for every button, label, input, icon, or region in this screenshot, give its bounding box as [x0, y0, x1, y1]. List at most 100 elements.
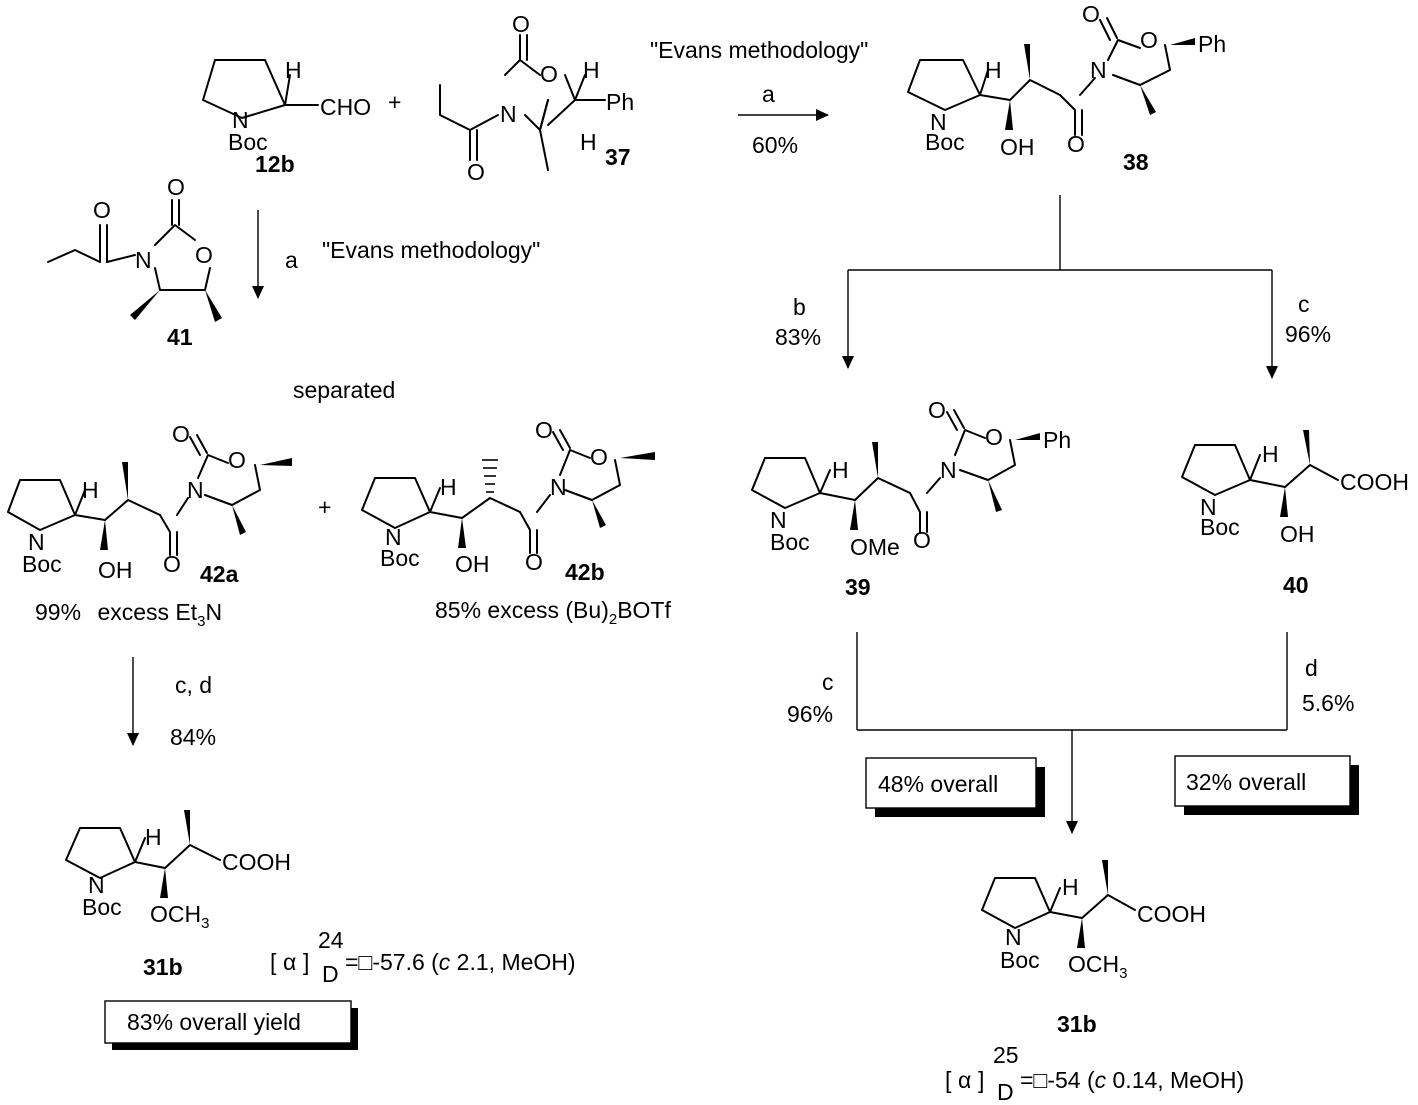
atom-CHO: CHO	[320, 94, 371, 120]
label-31b-right: 31b	[1057, 1011, 1097, 1037]
rotation-D: D	[322, 961, 339, 987]
step-c2-yield: 96%	[787, 701, 833, 727]
overall-yield-box-32: 32% overall	[1174, 755, 1359, 815]
overall-yield-box-83: 83% overall yield	[104, 1000, 358, 1050]
atom-H: H	[1062, 874, 1079, 900]
rotation-value: =□-57.6 (	[345, 949, 439, 975]
svg-text:OCH3: OCH3	[1068, 951, 1127, 982]
optical-rotation-left: [ α ] 24 D =□-57.6 (c 2.1, MeOH)	[270, 927, 576, 987]
label-42b: 42b	[565, 559, 605, 585]
atom-O: O	[535, 417, 553, 443]
step-a-left-label: a	[285, 247, 298, 273]
step-a-label: a	[762, 81, 775, 107]
plus-sign: +	[388, 89, 401, 115]
step-c2-label: c	[822, 669, 834, 695]
atom-OCH: OCH	[1068, 951, 1119, 977]
atom-O: O	[913, 527, 931, 553]
plus-sign-2: +	[318, 494, 331, 520]
svg-text:]: ]	[978, 1067, 984, 1093]
excess-left: 99% excess Et3N	[35, 599, 222, 630]
compound-40: H OH COOH N Boc 40	[1181, 430, 1409, 598]
atom-H: H	[1262, 441, 1279, 467]
atom-O: O	[163, 551, 181, 577]
atom-OH: OH	[1280, 521, 1315, 547]
overall-48-text: 48% overall	[878, 771, 998, 797]
atom-O: O	[1140, 27, 1158, 53]
optical-rotation-right: [ α ] 25 D =□-54 (c 0.14, MeOH)	[945, 1042, 1244, 1105]
atom-OMe: OMe	[850, 534, 900, 560]
rotation-D: D	[997, 1079, 1014, 1105]
svg-text:99% excess Et3N: 99% excess Et3N	[35, 599, 222, 630]
atom-H: H	[82, 477, 99, 503]
compound-41: O N O O 41	[47, 174, 222, 350]
atom-N: N	[770, 507, 787, 533]
label-40: 40	[1283, 572, 1309, 598]
atom-O: O	[195, 242, 213, 268]
atom-O: O	[228, 447, 246, 473]
overall-32-text: 32% overall	[1186, 769, 1306, 795]
excess-bu2botf-end: BOTf	[617, 597, 671, 623]
rotation-temp: 24	[318, 927, 344, 953]
excess-right: 85% excess (Bu)2BOTf	[435, 597, 671, 628]
atom-Boc: Boc	[22, 551, 62, 577]
atom-N: N	[930, 109, 947, 135]
rotation-conditions: 0.14, MeOH)	[1106, 1067, 1244, 1093]
compound-38: H OH N Boc O N O O Ph 38	[907, 1, 1226, 175]
subscript-2: 2	[609, 611, 617, 628]
step-d-yield: 5.6%	[1302, 690, 1354, 716]
svg-text:=□-57.6 (c 2.1, MeOH): =□-57.6 (c 2.1, MeOH)	[345, 949, 576, 975]
atom-N: N	[1090, 57, 1107, 83]
rotation-c: c	[439, 949, 451, 975]
atom-O: O	[93, 197, 111, 223]
step-d-label: d	[1305, 655, 1318, 681]
atom-Boc: Boc	[380, 545, 420, 571]
compound-31b-left: H COOH N Boc OCH3 31b	[65, 810, 291, 980]
atom-H: H	[583, 57, 600, 83]
svg-text:=□-54 (c 0.14, MeOH): =□-54 (c 0.14, MeOH)	[1020, 1067, 1244, 1093]
rotation-temp: 25	[993, 1042, 1019, 1068]
atom-H: H	[440, 474, 457, 500]
atom-N: N	[1200, 494, 1217, 520]
svg-text:[: [	[270, 949, 277, 975]
svg-text:]: ]	[303, 949, 309, 975]
excess-et3n-end: N	[206, 599, 223, 625]
svg-text:85% excess (Bu)2BOTf: 85% excess (Bu)2BOTf	[435, 597, 671, 628]
atom-O: O	[928, 397, 946, 423]
atom-Ph: Ph	[606, 89, 634, 115]
atom-N: N	[1005, 924, 1022, 950]
atom-N: N	[28, 529, 45, 555]
atom-COOH: COOH	[222, 849, 291, 875]
step-b-label: b	[793, 294, 806, 320]
atom-N: N	[385, 524, 402, 550]
hashed-bond	[482, 459, 498, 493]
atom-N: N	[187, 477, 204, 503]
atom-OH: OH	[1000, 134, 1035, 160]
overall-83-text: 83% overall yield	[127, 1009, 301, 1035]
yield-99: 99%	[35, 599, 81, 625]
step-a-yield: 60%	[752, 132, 798, 158]
atom-O: O	[172, 421, 190, 447]
atom-Boc: Boc	[770, 529, 810, 555]
atom-Ph: Ph	[1043, 427, 1071, 453]
atom-O: O	[540, 61, 558, 87]
separated-label: separated	[293, 377, 395, 403]
label-42a: 42a	[200, 561, 239, 587]
compound-31b-right: H COOH N Boc OCH3 31b	[981, 860, 1206, 1037]
atom-Boc: Boc	[82, 894, 122, 920]
subscript-3: 3	[201, 915, 209, 932]
label-38: 38	[1123, 149, 1149, 175]
atom-O: O	[985, 424, 1003, 450]
label-12b: 12b	[255, 151, 295, 177]
subscript-3: 3	[197, 613, 205, 630]
rotation-c: c	[1095, 1067, 1107, 1093]
label-41: 41	[167, 324, 193, 350]
evans-label-top: "Evans methodology"	[650, 37, 868, 63]
svg-text:OCH3: OCH3	[150, 901, 209, 932]
excess-et3n-text: excess Et	[97, 599, 197, 625]
compound-42a: H OH N Boc O N O O 42a	[7, 421, 292, 587]
atom-COOH: COOH	[1340, 469, 1409, 495]
svg-text:[: [	[945, 1067, 952, 1093]
atom-H: H	[985, 57, 1002, 83]
alpha-symbol: α	[958, 1067, 971, 1093]
atom-O: O	[1082, 1, 1100, 27]
